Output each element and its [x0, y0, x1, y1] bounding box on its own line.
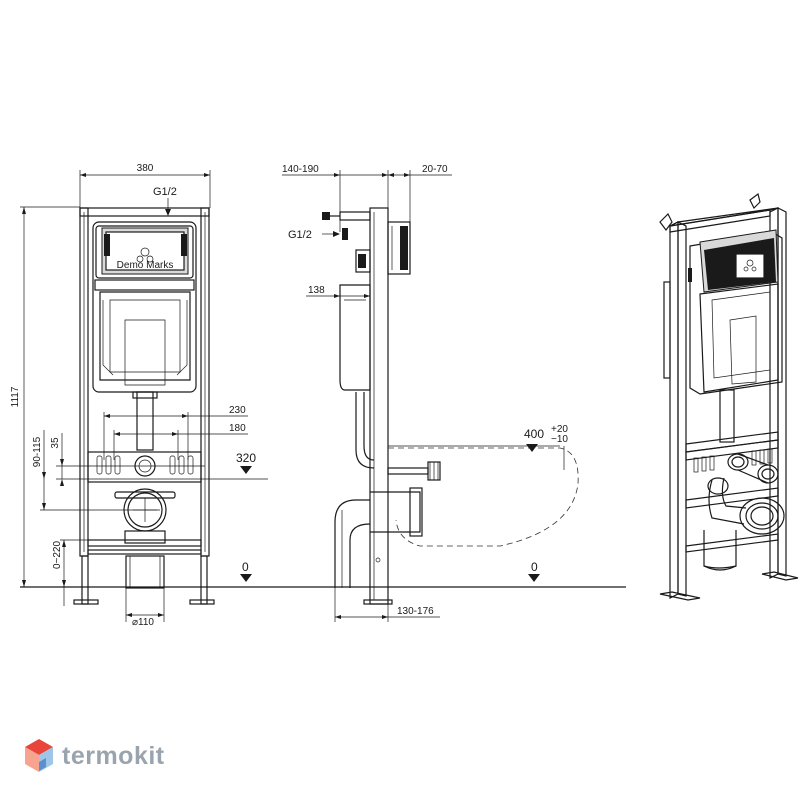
- front-view: 380 G1/2 1117 Demo: [10, 163, 268, 628]
- width-dimension: 380: [137, 163, 154, 174]
- dimension-230: 230: [229, 405, 246, 416]
- isometric-view: [659, 192, 799, 601]
- front-inlet-label: G1/2: [153, 186, 177, 198]
- front-zero-level: 0: [242, 560, 249, 574]
- dimension-20-70: 20-70: [422, 164, 448, 175]
- side-view: 140-190 20-70 G1/2 138: [282, 164, 579, 622]
- dimension-130-176: 130-176: [397, 606, 434, 617]
- svg-text:Demo Marks: Demo Marks: [117, 260, 174, 271]
- brand-name: termokit: [62, 741, 165, 770]
- dimension-400-minus: −10: [551, 434, 568, 445]
- brand-logo: termokit: [24, 736, 165, 776]
- dimension-35: 35: [50, 437, 61, 449]
- dimension-400: 400: [524, 427, 544, 441]
- side-zero-level: 0: [531, 560, 538, 574]
- dimension-180: 180: [229, 423, 246, 434]
- dimension-138: 138: [308, 285, 325, 296]
- height-dimension: 1117: [10, 386, 21, 407]
- diameter-110: ⌀110: [132, 617, 154, 628]
- brand-cube-icon: [25, 739, 53, 772]
- level-320: 320: [236, 451, 256, 465]
- side-inlet-label: G1/2: [288, 229, 312, 241]
- dimension-400-plus: +20: [551, 424, 568, 435]
- dimension-0-220: 0~220: [52, 541, 63, 570]
- dimension-140-190: 140-190: [282, 164, 319, 175]
- dimension-90-115: 90-115: [32, 436, 43, 467]
